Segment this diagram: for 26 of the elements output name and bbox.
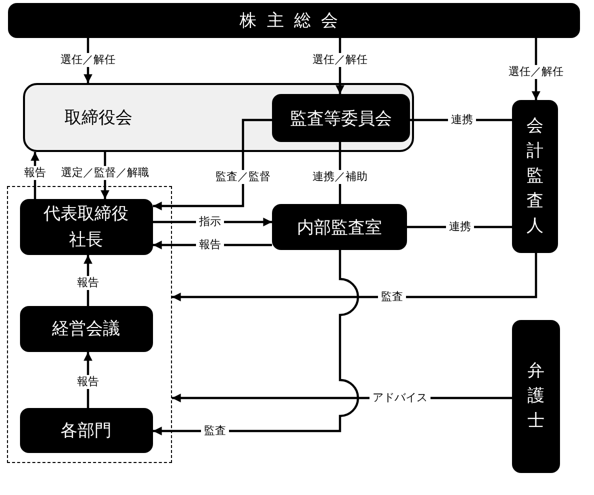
edge-label: 監査 [378,290,406,304]
arrow [172,253,538,302]
dashed-box [7,186,172,463]
board-box: 取締役会 監査等委員会 [23,83,414,152]
edge-label: 選任／解任 [310,53,370,67]
meeting-box: 経営会議 [20,306,152,352]
executive-box: 代表取締役社長 [20,198,152,254]
arrow [153,118,272,210]
edge-label: 報告 [21,166,49,180]
lawyer-box: 弁護士 [512,320,560,473]
edge-label: 連携 [446,220,474,234]
title-bar: 株主総会 [8,3,580,38]
edge-label: 報告 [196,238,224,252]
edge-label: 連携 [448,113,476,127]
edge-label: 指示 [196,215,224,229]
audit-office-box: 内部監査室 [272,204,407,250]
arrow [153,250,360,436]
department-box: 各部門 [20,408,152,452]
auditor-box: 会計監査人 [512,100,558,253]
edge-label: 監査 [201,424,229,438]
edge-label: 報告 [74,375,102,389]
edge-label: 報告 [74,276,102,290]
edge-label: アドバイス [370,391,430,405]
edge-label: 選任／解任 [506,65,566,79]
committee-box: 監査等委員会 [272,94,410,142]
edge-label: 選任／解任 [58,53,118,67]
